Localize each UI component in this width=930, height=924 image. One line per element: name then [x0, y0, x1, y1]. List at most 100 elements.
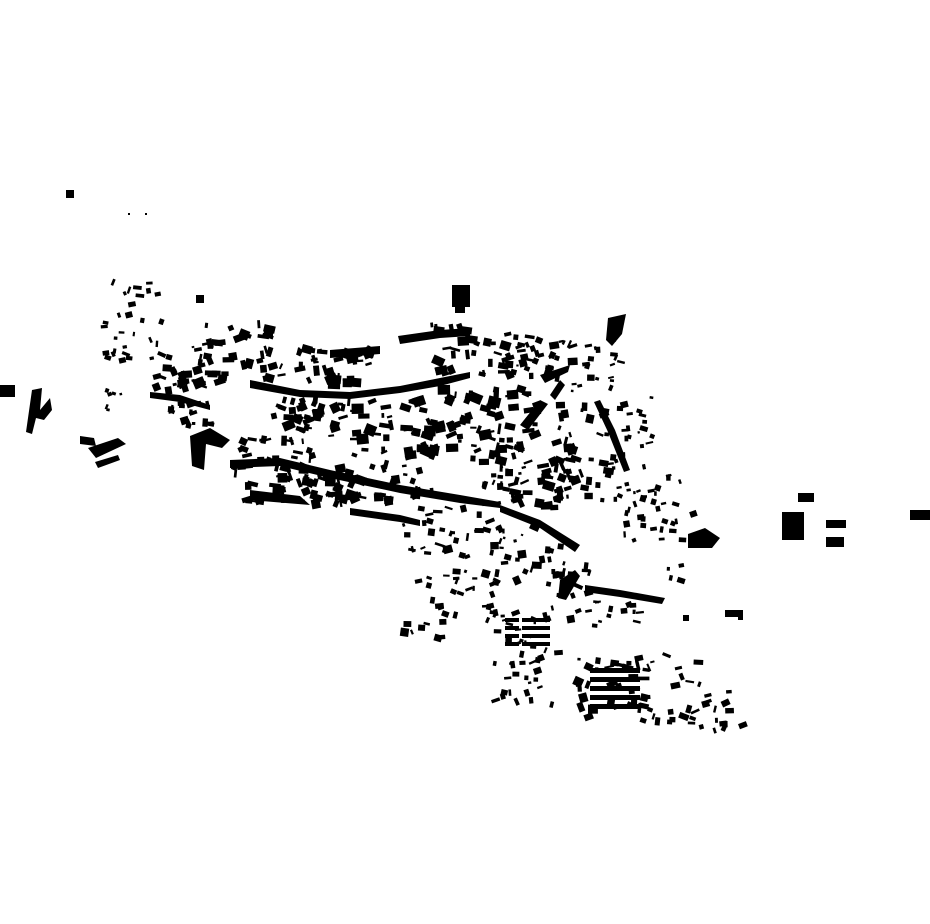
- building: [506, 389, 519, 400]
- building: [464, 586, 474, 592]
- building: [404, 453, 417, 461]
- building: [604, 664, 615, 669]
- building: [425, 417, 432, 425]
- building: [205, 400, 210, 408]
- building: [683, 615, 689, 621]
- building: [298, 361, 303, 367]
- building: [536, 685, 543, 690]
- building: [184, 418, 192, 426]
- building: [508, 662, 513, 666]
- building: [490, 541, 499, 550]
- building: [638, 412, 647, 418]
- building: [470, 455, 476, 462]
- building-block: [540, 365, 570, 383]
- building: [167, 408, 174, 414]
- building: [113, 336, 118, 340]
- building: [622, 520, 631, 528]
- building: [573, 582, 584, 591]
- building: [584, 680, 592, 690]
- building: [468, 391, 484, 405]
- building: [685, 679, 695, 684]
- building: [725, 689, 732, 694]
- building: [607, 375, 615, 380]
- building: [510, 497, 518, 503]
- building: [264, 456, 272, 466]
- building: [595, 346, 601, 354]
- building: [434, 364, 449, 376]
- building: [135, 293, 145, 298]
- building: [548, 547, 555, 554]
- building: [472, 577, 478, 580]
- building: [498, 437, 505, 443]
- building: [552, 570, 560, 579]
- building: [199, 362, 206, 368]
- building: [633, 490, 636, 495]
- building: [288, 406, 297, 415]
- building: [678, 672, 685, 681]
- building: [512, 575, 522, 586]
- building: [418, 406, 428, 414]
- building: [439, 527, 446, 533]
- building: [102, 320, 109, 325]
- building: [221, 371, 229, 376]
- building: [465, 334, 478, 345]
- building: [493, 389, 500, 398]
- building: [384, 495, 394, 505]
- building: [522, 642, 550, 646]
- building: [139, 317, 145, 324]
- building: [563, 485, 572, 492]
- building: [712, 727, 717, 734]
- building: [425, 512, 434, 517]
- building: [452, 611, 459, 619]
- building: [333, 356, 344, 363]
- building: [290, 455, 298, 460]
- building: [154, 291, 162, 297]
- building: [532, 422, 538, 427]
- building: [336, 476, 341, 486]
- building: [645, 440, 654, 445]
- building: [296, 347, 301, 354]
- building: [452, 568, 461, 575]
- building: [725, 610, 743, 617]
- building: [578, 468, 584, 478]
- building: [240, 359, 247, 371]
- building: [476, 511, 482, 518]
- building: [338, 414, 349, 421]
- building: [274, 463, 280, 472]
- building: [414, 578, 423, 584]
- building: [474, 528, 484, 534]
- building: [782, 512, 804, 540]
- building: [151, 382, 162, 392]
- building: [257, 456, 265, 466]
- building: [380, 464, 387, 474]
- building: [510, 452, 517, 460]
- building: [609, 379, 615, 383]
- building: [518, 493, 524, 499]
- building: [693, 659, 704, 665]
- building: [555, 401, 566, 409]
- building: [439, 618, 447, 625]
- building: [145, 213, 147, 215]
- building: [567, 343, 578, 349]
- building: [241, 452, 253, 459]
- building: [528, 372, 534, 380]
- building: [267, 361, 279, 371]
- building: [409, 629, 414, 635]
- building: [121, 351, 131, 357]
- building: [616, 359, 626, 365]
- building: [445, 430, 458, 440]
- building: [639, 693, 649, 703]
- building: [441, 545, 448, 554]
- building: [263, 345, 269, 354]
- building: [340, 403, 346, 412]
- building: [213, 376, 227, 387]
- building: [551, 371, 560, 375]
- building: [523, 365, 531, 372]
- building: [493, 350, 503, 356]
- building: [378, 422, 391, 429]
- building: [441, 371, 451, 377]
- building: [328, 434, 335, 438]
- building: [305, 376, 313, 384]
- building: [502, 536, 506, 540]
- building: [205, 355, 215, 366]
